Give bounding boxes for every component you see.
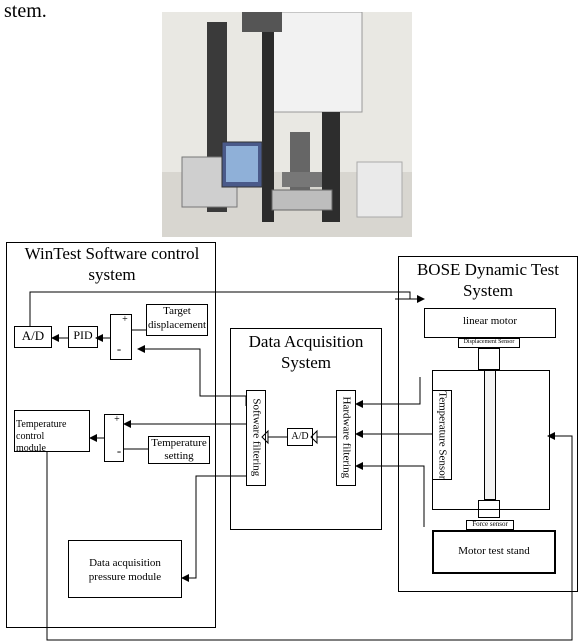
caption-fragment: stem. [4, 0, 47, 22]
test-machine-photo [162, 12, 412, 237]
summer-displacement-minus: - [116, 341, 122, 356]
target-displacement-block [146, 304, 208, 336]
summer-temperature-minus: - [116, 443, 122, 458]
ad-converter-left [14, 326, 52, 348]
bose-title-line1: BOSE Dynamic Test [416, 260, 560, 279]
bose-system-box [398, 256, 578, 592]
ad-mid-label: A/D [291, 431, 309, 442]
daq-title-line1: Data Acquisition [248, 332, 364, 351]
summer-displacement-plus: + [122, 314, 128, 325]
wintest-system-box [6, 242, 216, 628]
pid-controller [68, 326, 98, 348]
displacement-sensor-label: Displacement Sensor [463, 339, 515, 345]
target-line1: Target [163, 305, 191, 317]
temperature-control-module [14, 410, 90, 452]
temperature-sensor-label: Temperature Sensor [436, 391, 449, 480]
motor-test-stand-block [432, 530, 556, 574]
summer-temperature-plus: + [114, 414, 120, 425]
daq-pressure-line1: Data acquisition [89, 557, 161, 569]
temp-setting-line2: setting [164, 450, 194, 462]
actuator-column-upper [478, 348, 500, 370]
summer-temperature [104, 414, 124, 462]
temp-control-line1: Temperature [16, 419, 67, 430]
ad-converter-mid [287, 428, 313, 446]
force-sensor-block [466, 520, 514, 530]
wintest-title-line1: WinTest Software control [24, 244, 200, 263]
linear-motor-label: linear motor [462, 315, 518, 327]
daq-title-line2: System [280, 353, 332, 372]
temperature-sensor-block [432, 390, 452, 480]
daq-pressure-module [68, 540, 182, 598]
temp-control-line2: control [16, 431, 45, 442]
pid-label: PID [73, 328, 93, 342]
temp-control-line3: module [16, 443, 46, 454]
linear-motor-block [424, 308, 556, 338]
daq-pressure-line2: pressure module [88, 571, 162, 583]
summer-displacement [110, 314, 132, 360]
data-acquisition-system-box [230, 328, 382, 530]
motor-test-stand-label: Motor test stand [458, 545, 530, 557]
displacement-sensor-strip [458, 338, 520, 348]
force-sensor-label: Force sensor [472, 520, 508, 528]
temperature-setting-block [148, 436, 210, 464]
hardware-filtering-block [336, 390, 356, 486]
software-filtering-block [246, 390, 266, 486]
wintest-title-line2: system [88, 265, 136, 284]
software-filtering-label: Software filtering [250, 398, 263, 477]
temp-setting-line1: Temperature [151, 437, 207, 449]
bose-title-line2: System [462, 281, 514, 300]
target-line2: displacement [147, 319, 207, 331]
hardware-filtering-label: Hardware filtering [340, 396, 353, 479]
ad-left-label: A/D [21, 328, 45, 343]
